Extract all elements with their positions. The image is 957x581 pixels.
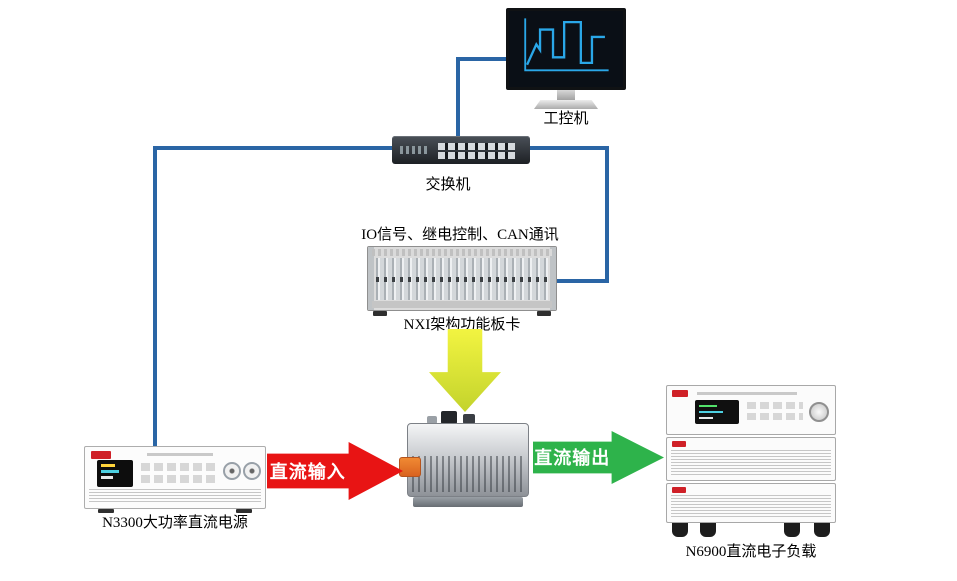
nxi-foot-left <box>373 311 387 316</box>
dut-converter <box>399 411 529 513</box>
psu-display-line-1 <box>101 464 115 467</box>
nxi-right-rail <box>550 247 556 310</box>
dut-top-connector-2 <box>463 414 475 424</box>
dut-mounting-flange <box>413 497 523 507</box>
dut-housing <box>407 423 529 497</box>
load-button-row-1 <box>747 402 803 409</box>
load-unit-middle <box>666 437 836 481</box>
dc-input-arrow: 直流输入 <box>267 442 403 500</box>
monitor-stand-base <box>534 100 598 109</box>
ipc-label: 工控机 <box>543 111 589 127</box>
connection-monitor-switch-vertical <box>456 57 460 137</box>
dut-top-cap <box>427 416 437 424</box>
load-display-line-3 <box>699 417 713 419</box>
psu-connector-right <box>243 462 261 480</box>
load-unit-bottom <box>666 483 836 523</box>
psu-title-line <box>147 453 213 456</box>
dut-orange-connector <box>399 457 421 477</box>
connection-monitor-switch-horizontal <box>456 57 508 61</box>
load-title-line <box>697 392 797 395</box>
psu-display-line-2 <box>101 470 119 473</box>
switch-port-row-bottom <box>438 152 515 159</box>
load-unit-top <box>666 385 836 435</box>
connection-switch-nxi-vertical <box>605 146 609 283</box>
load-vent-bottom <box>671 495 831 518</box>
connection-switch-psu-vertical <box>153 146 157 447</box>
nxi-bus-note: IO信号、继电控制、CAN通讯 <box>361 227 559 243</box>
load-label: N6900直流电子负载 <box>685 544 817 560</box>
switch-led-indicators <box>400 146 430 154</box>
nxi-bottom-strip <box>372 301 552 308</box>
network-switch <box>392 136 530 164</box>
load-caster-1 <box>672 523 688 537</box>
load-brand-logo-1 <box>672 390 688 397</box>
load-display <box>695 400 739 424</box>
monitor-stand-neck <box>557 90 575 100</box>
load-brand-logo-3 <box>672 487 686 493</box>
load-knob <box>809 402 829 422</box>
connection-switch-nxi-horizontal-bottom <box>556 279 609 283</box>
psu-vent-grille <box>89 489 261 504</box>
nxi-card-connectors <box>376 277 548 282</box>
dut-cooling-fins <box>412 456 524 492</box>
connection-switch-psu-horizontal <box>153 146 393 150</box>
switch-port-row-top <box>438 143 515 150</box>
psu-foot-left <box>98 509 114 513</box>
psu-connector-left <box>223 462 241 480</box>
switch-label: 交换机 <box>425 177 471 193</box>
psu-button-row-bottom <box>141 475 219 483</box>
dc-output-label: 直流输出 <box>534 448 611 469</box>
load-caster-2 <box>700 523 716 537</box>
psu-label: N3300大功率直流电源 <box>102 515 248 531</box>
dut-top-connector-1 <box>441 411 457 424</box>
nxi-foot-right <box>537 311 551 316</box>
nxi-label: NXI架构功能板卡 <box>403 317 521 333</box>
nxi-chassis <box>367 246 557 311</box>
load-caster-3 <box>784 523 800 537</box>
load-display-line-2 <box>699 411 723 413</box>
load-caster-4 <box>814 523 830 537</box>
monitor-chart <box>524 18 609 72</box>
nxi-left-rail <box>368 247 374 310</box>
down-arrow <box>429 329 501 412</box>
nxi-top-strip <box>372 249 552 256</box>
psu-display-line-3 <box>101 476 113 479</box>
psu-display <box>97 460 133 487</box>
dc-input-label: 直流输入 <box>269 461 346 482</box>
load-display-line-1 <box>699 405 717 407</box>
connection-switch-nxi-horizontal-top <box>529 146 609 150</box>
load-brand-logo-2 <box>672 441 686 447</box>
psu-brand-logo <box>91 451 111 459</box>
dc-output-arrow: 直流输出 <box>533 431 664 484</box>
psu-button-row-top <box>141 463 219 471</box>
load-n6900 <box>666 385 836 537</box>
psu-foot-right <box>236 509 252 513</box>
industrial-pc-monitor <box>506 8 626 90</box>
load-button-row-2 <box>747 413 803 420</box>
psu-n3300 <box>84 446 266 509</box>
load-vent-middle <box>671 450 831 476</box>
